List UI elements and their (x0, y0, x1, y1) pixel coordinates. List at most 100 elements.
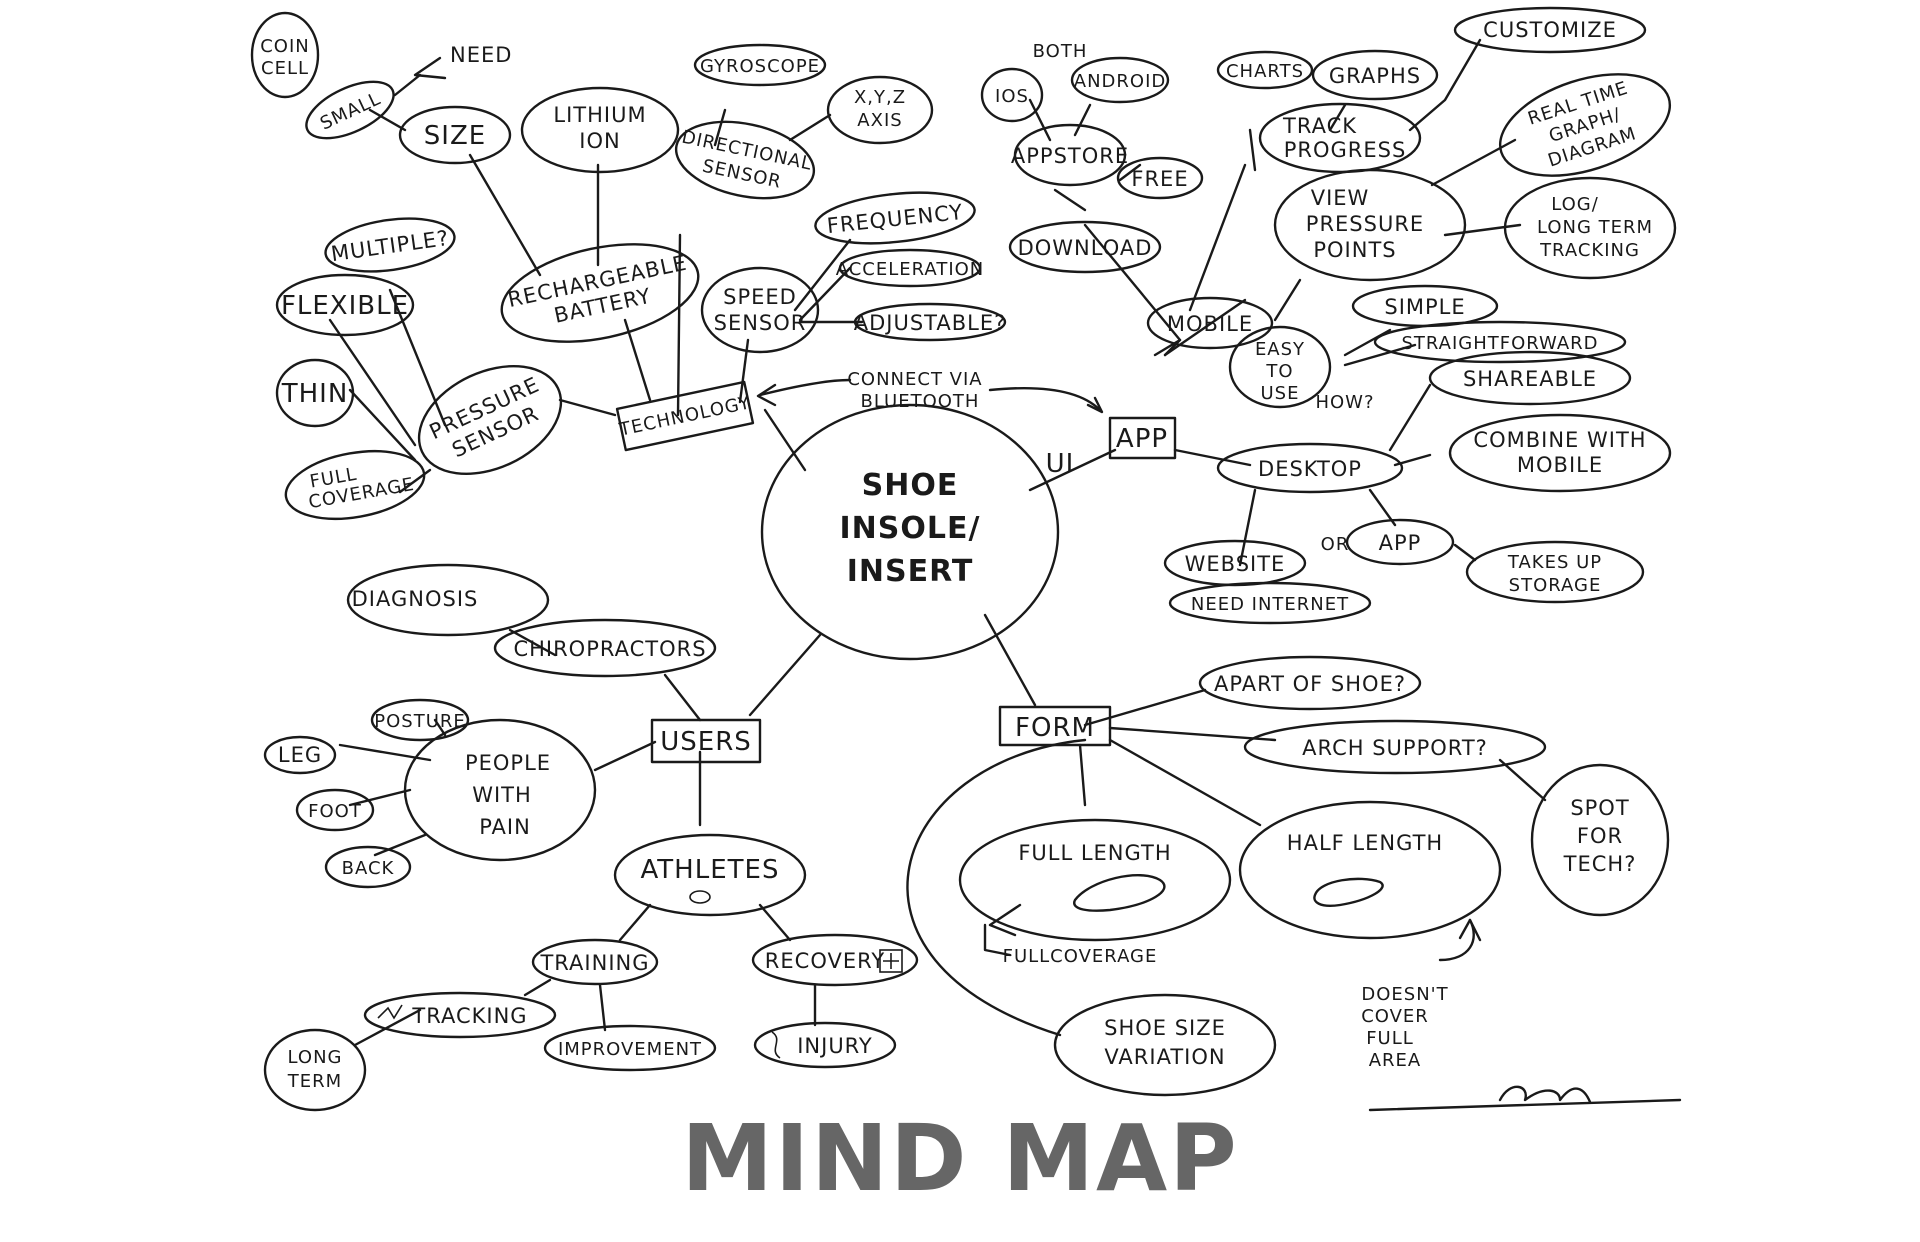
adjustable-label: ADJUSTABLE? (854, 311, 1007, 335)
center-circle (760, 403, 1060, 661)
adjustable-oval (853, 302, 1007, 342)
xyz-oval (826, 75, 934, 145)
shoe-size-line-2: VARIATION (1104, 1045, 1225, 1069)
download-oval (1008, 220, 1162, 274)
download-label: DOWNLOAD (1018, 236, 1153, 260)
free-label: FREE (1131, 167, 1188, 191)
need-internet-label: NEED INTERNET (1191, 594, 1349, 615)
lithium-ion-line-1: LITHIUM (553, 103, 646, 127)
football-icon (689, 890, 711, 904)
apart-of-shoe-label: APART OF SHOE? (1214, 672, 1406, 696)
size-label: SIZE (424, 121, 486, 151)
long-term-line-2: TERM (287, 1071, 342, 1092)
view-pressure-line-1: VIEW (1311, 186, 1370, 210)
pressure-sensor-oval (417, 364, 563, 476)
spot-line-3: TECH? (1563, 852, 1637, 876)
signature (1498, 1085, 1592, 1104)
users-label: USERS (660, 727, 752, 757)
ios-label: IOS (995, 86, 1029, 107)
battery-oval (500, 243, 700, 343)
ui-label: UI (1046, 449, 1075, 479)
center-line-1: SHOE (862, 468, 959, 503)
takes-up-oval (1465, 540, 1645, 604)
spot-line-2: FOR (1577, 824, 1623, 848)
graphs-label: GRAPHS (1329, 64, 1421, 88)
shoe-size-line-1: SHOE SIZE (1104, 1016, 1226, 1040)
hub-technology: TECHNOLOGY (615, 380, 755, 452)
xyz-line-2: AXIS (857, 110, 902, 131)
bluetooth-arrow (756, 378, 1104, 414)
bluetooth-label-2: BLUETOOTH (861, 391, 980, 412)
center-line-3: INSERT (847, 554, 974, 589)
lithium-ion-line-2: ION (579, 129, 620, 153)
track-progress-line-2: PROGRESS (1284, 138, 1407, 162)
mobile-label: MOBILE (1167, 312, 1253, 336)
chiropractors-oval (493, 618, 717, 678)
form-label: FORM (1015, 713, 1095, 743)
need-arrow (413, 56, 447, 80)
full-length-oval (958, 818, 1232, 942)
recovery-oval (751, 933, 919, 987)
log-oval (1503, 176, 1677, 280)
flexible-label: FLEXIBLE (281, 291, 409, 321)
hub-app: APP (1108, 416, 1177, 460)
training-oval (531, 938, 659, 986)
half-length-label: HALF LENGTH (1287, 831, 1443, 855)
full-insole-icon (1073, 874, 1166, 912)
back-label: BACK (342, 858, 395, 879)
log-line-1: LOG/ (1551, 194, 1599, 215)
form-nodes: APART OF SHOE? ARCH SUPPORT? SPOT FOR TE… (958, 655, 1670, 1097)
thin-oval (275, 358, 355, 428)
tracking-oval (363, 991, 557, 1039)
tracking-label: TRACKING (411, 1004, 527, 1028)
hub-form: FORM (998, 705, 1112, 747)
appstore-label: APPSTORE (1011, 144, 1129, 168)
trend-icon (377, 1004, 403, 1020)
technology-label: TECHNOLOGY (617, 392, 753, 441)
injury-label: INJURY (797, 1034, 873, 1058)
people-line-3: PAIN (479, 815, 531, 839)
leg-label: LEG (278, 743, 322, 767)
doesnt-cover-line-1: DOESN'T (1361, 984, 1448, 1005)
charts-label: CHARTS (1226, 61, 1304, 82)
track-progress-line-1: TRACK (1282, 114, 1357, 138)
improvement-oval (543, 1024, 717, 1072)
people-with-pain-oval (403, 718, 597, 862)
posture-label: POSTURE (374, 711, 466, 732)
app-nodes: IOS BOTH ANDROID APPSTORE FREE DOWNLOAD … (980, 6, 1677, 625)
diagnosis-oval (346, 563, 550, 637)
users-box (650, 718, 762, 764)
athletes-label: ATHLETES (641, 855, 780, 885)
center-line-2: INSOLE/ (840, 511, 981, 546)
training-label: TRAINING (539, 951, 649, 975)
customize-oval (1453, 6, 1647, 54)
lithium-ion-oval (520, 86, 680, 174)
simple-label: SIMPLE (1384, 295, 1465, 319)
spot-line-1: SPOT (1570, 796, 1629, 820)
long-term-oval (263, 1028, 367, 1112)
log-line-3: TRACKING (1539, 240, 1640, 261)
android-label: ANDROID (1074, 71, 1166, 92)
desktop-app-label: APP (1379, 531, 1422, 555)
speed-sensor-line-2: SENSOR (714, 311, 807, 335)
arch-support-label: ARCH SUPPORT? (1302, 736, 1488, 760)
improvement-label: IMPROVEMENT (558, 1039, 702, 1060)
real-time-oval (1498, 73, 1672, 177)
graphs-oval (1311, 49, 1439, 101)
apart-of-shoe-oval (1198, 655, 1422, 711)
shoe-size-oval (1053, 993, 1277, 1097)
technology-box (615, 380, 755, 452)
athletes-oval (613, 833, 807, 917)
doesnt-cover-line-3: FULL (1366, 1028, 1414, 1049)
both-label: BOTH (1033, 41, 1088, 62)
straightforward-oval (1373, 320, 1627, 364)
foot-oval (295, 788, 375, 832)
center-node: SHOE INSOLE/ INSERT (760, 403, 1060, 661)
desktop-label: DESKTOP (1258, 457, 1362, 481)
thin-label: THIN (281, 379, 349, 409)
gyroscope-label: GYROSCOPE (700, 56, 820, 77)
appstore-oval (1013, 123, 1127, 187)
view-pressure-oval (1273, 168, 1467, 282)
multiple-oval (324, 217, 456, 273)
